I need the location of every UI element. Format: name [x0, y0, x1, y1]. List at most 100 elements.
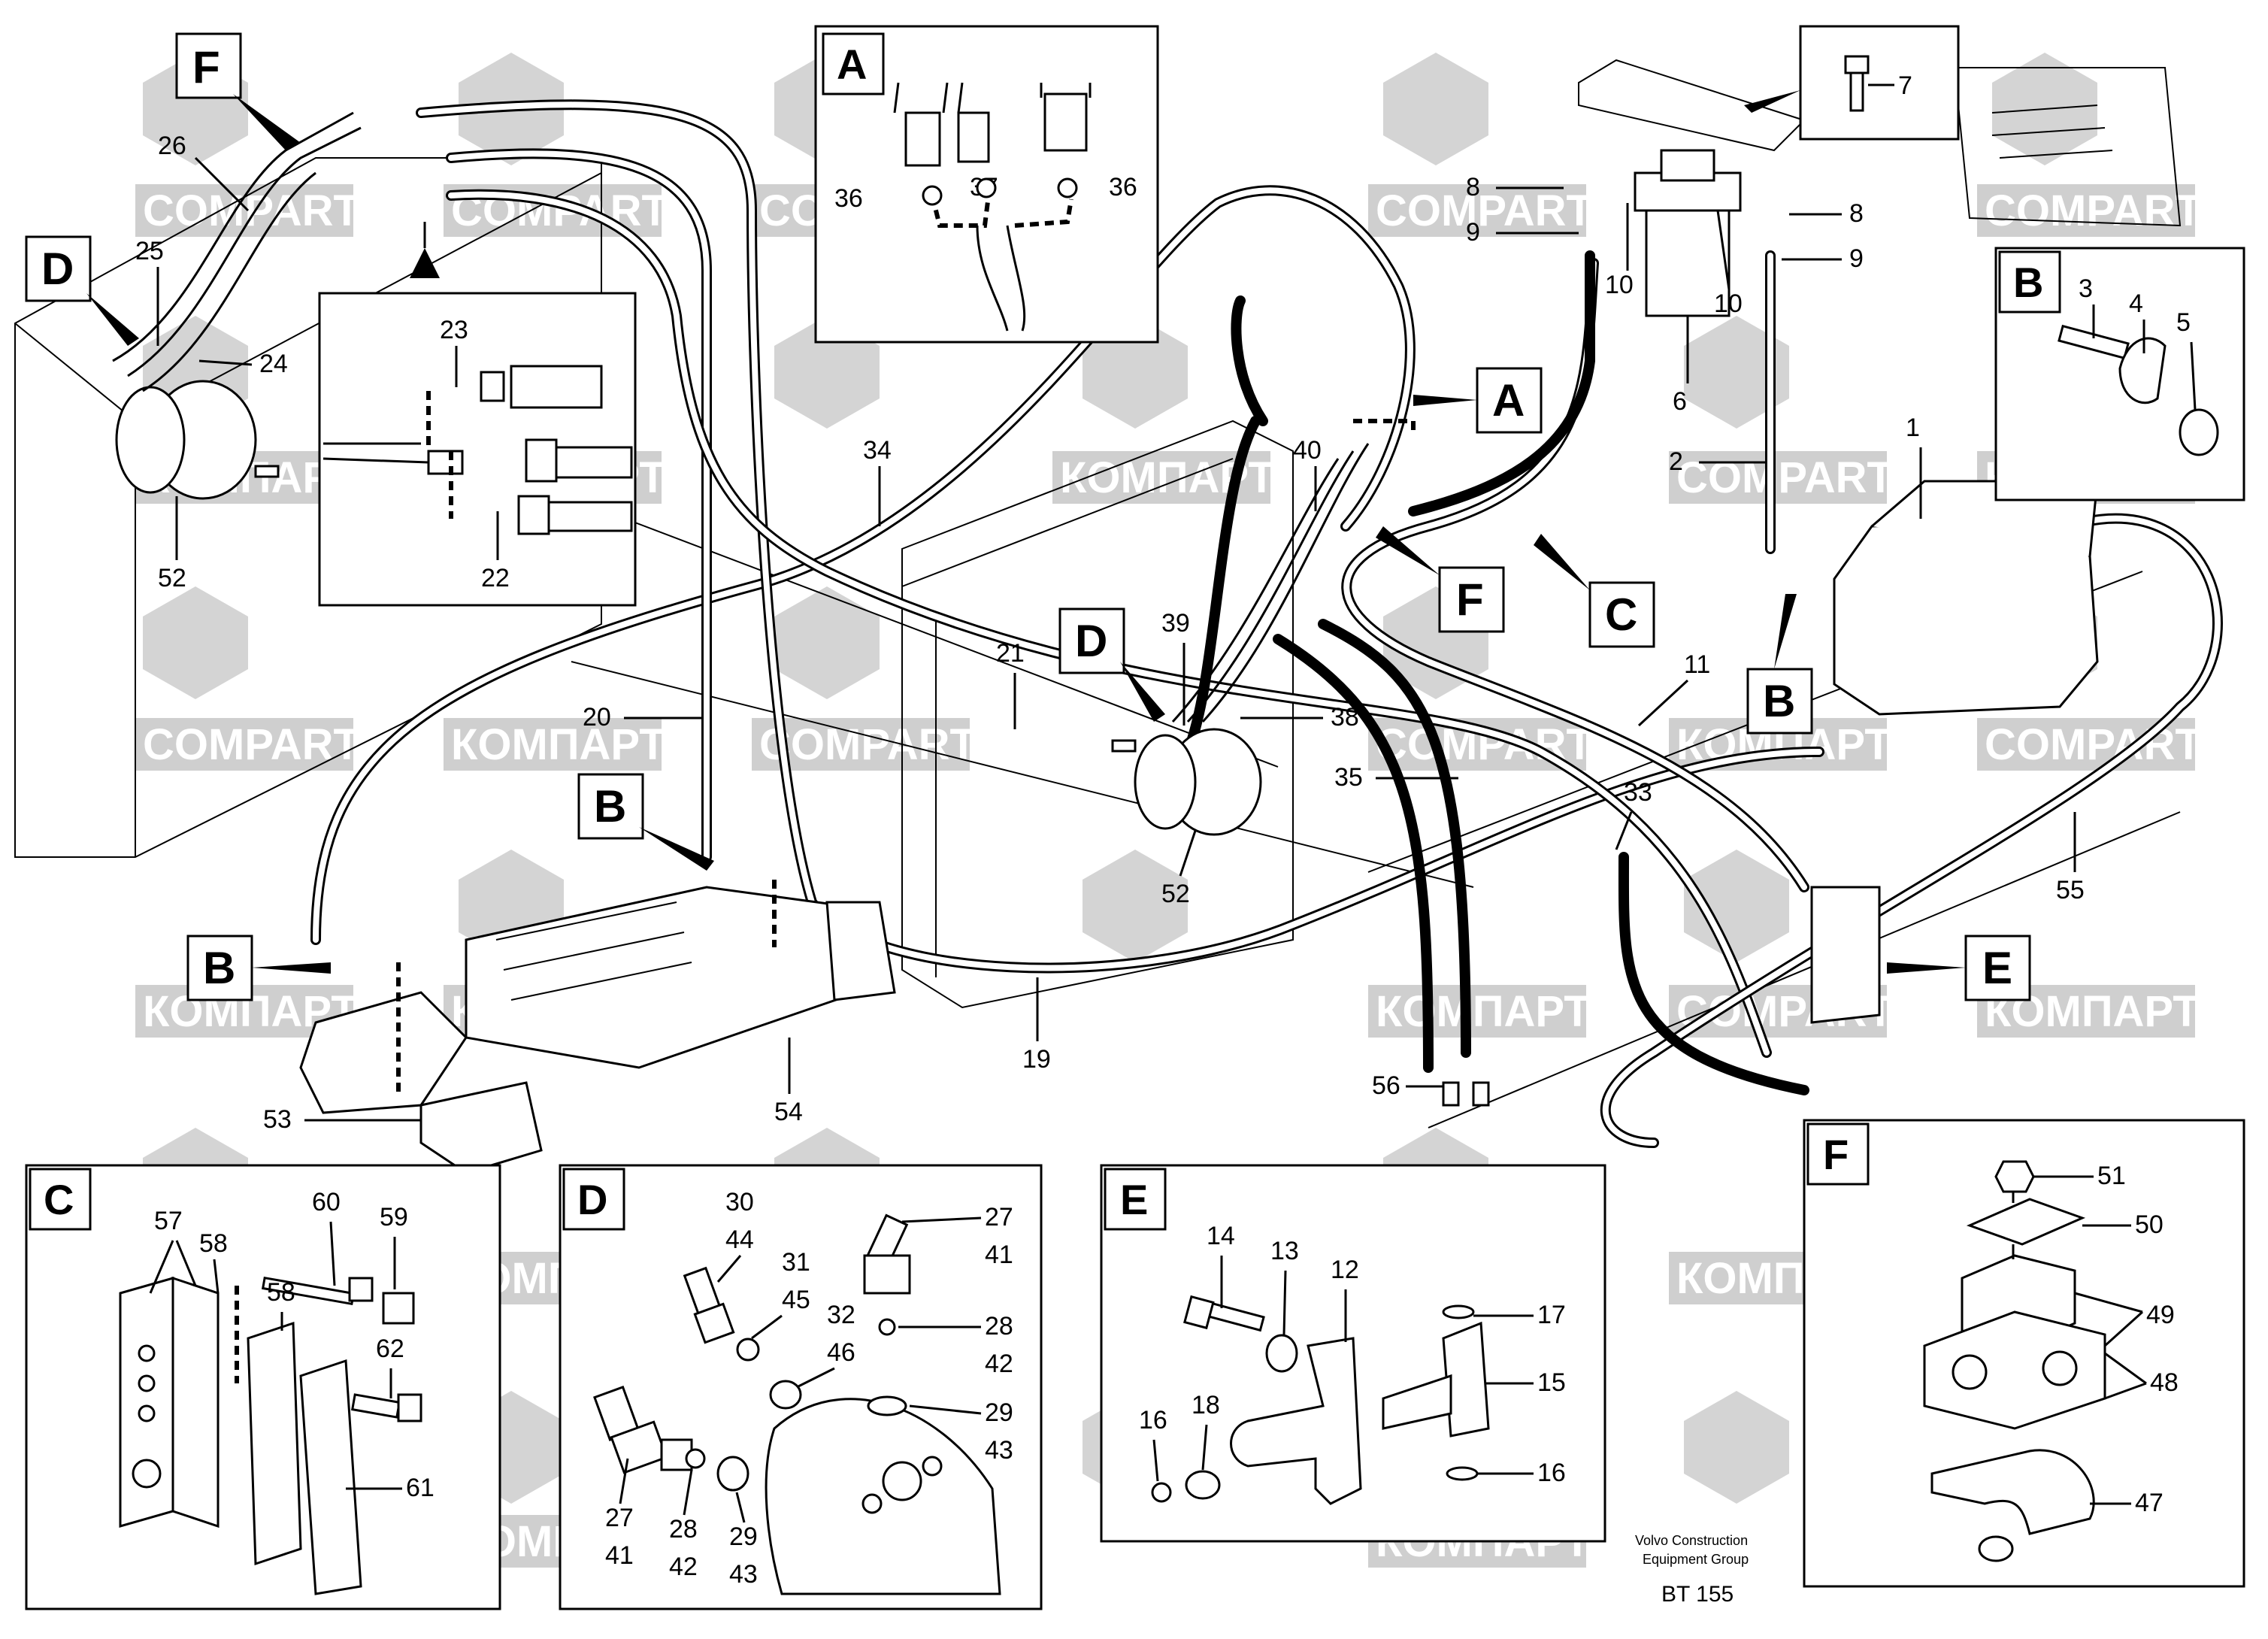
footer-group: Equipment Group [1643, 1552, 1749, 1567]
svg-text:D: D [1075, 616, 1107, 666]
label-5: 5 [2176, 308, 2191, 337]
label-23: 23 [440, 316, 468, 344]
watermark-text: КОМПАРТ [1376, 987, 1591, 1036]
callout-B-valve: B [1746, 594, 1813, 735]
footer-company: Volvo Construction [1635, 1533, 1748, 1548]
label-53: 53 [263, 1105, 292, 1134]
label-36-right: 36 [1109, 173, 1137, 201]
svg-text:B: B [203, 943, 235, 993]
callout-D-left: D [25, 235, 139, 346]
callout-B-pump: B [577, 773, 714, 871]
inset-F-letter: F [1823, 1131, 1849, 1178]
label-52: 52 [158, 564, 186, 592]
label-1: 1 [1906, 414, 1920, 442]
label-43-bottom: 43 [729, 1560, 758, 1589]
label-54: 54 [774, 1098, 803, 1126]
label-42-top: 42 [985, 1350, 1013, 1378]
label-18: 18 [1192, 1391, 1220, 1419]
inset-C: C 57 58 60 59 58 62 61 [25, 1164, 501, 1610]
inset-D: D 30 44 31 45 32 46 27 41 28 42 29 43 [559, 1164, 1043, 1610]
label-59: 59 [380, 1203, 408, 1232]
label-52-center: 52 [1161, 880, 1190, 908]
callout-C-main: C [1534, 534, 1655, 648]
label-58-top: 58 [199, 1229, 228, 1258]
label-28-top: 28 [985, 1312, 1013, 1341]
label-47: 47 [2135, 1489, 2164, 1517]
callout-E-main: E [1887, 935, 2031, 1001]
watermark-text: COMPART [1676, 453, 1894, 502]
watermark-text: COMPART [1376, 186, 1593, 235]
label-4: 4 [2129, 289, 2143, 318]
label-42-bottom: 42 [669, 1553, 698, 1581]
footer-code: BT 155 [1661, 1582, 1734, 1607]
label-14: 14 [1207, 1222, 1235, 1250]
inset-detail-22-23: 23 22 [318, 222, 637, 607]
label-27-top: 27 [985, 1203, 1013, 1232]
label-35: 35 [1334, 763, 1363, 792]
watermark-text: COMPART [143, 720, 360, 769]
label-34: 34 [863, 436, 892, 465]
svg-text:D: D [41, 244, 74, 294]
label-51: 51 [2097, 1162, 2126, 1190]
svg-text:B: B [594, 781, 626, 832]
label-32: 32 [827, 1301, 855, 1329]
svg-text:F: F [1456, 574, 1484, 625]
label-8-left: 8 [1466, 173, 1480, 201]
label-30: 30 [725, 1188, 754, 1216]
label-28-bottom: 28 [669, 1515, 698, 1544]
footer-credit: Volvo Construction Equipment Group BT 15… [1635, 1533, 1749, 1607]
label-27-bottom: 27 [605, 1504, 634, 1532]
callout-A-main: A [1413, 367, 1543, 434]
label-38: 38 [1331, 703, 1359, 732]
label-10-left: 10 [1605, 271, 1634, 299]
watermark-text: COMPART [1985, 186, 2202, 235]
label-49: 49 [2146, 1301, 2175, 1329]
inset-A: A 36 37 36 [814, 25, 1159, 344]
label-24: 24 [259, 350, 288, 378]
watermark-text: КОМПАРТ [451, 720, 666, 769]
label-2: 2 [1669, 447, 1683, 476]
callout-D-main: D [1058, 607, 1165, 722]
inset-D-letter: D [577, 1176, 607, 1223]
label-3: 3 [2079, 274, 2093, 303]
label-11: 11 [1684, 650, 1710, 679]
svg-text:E: E [1982, 943, 2012, 993]
label-15: 15 [1537, 1368, 1566, 1397]
label-58-mid: 58 [267, 1278, 295, 1307]
label-39: 39 [1161, 609, 1190, 638]
label-50: 50 [2135, 1210, 2164, 1239]
watermark-text: COMPART [1985, 720, 2202, 769]
label-31: 31 [782, 1248, 810, 1277]
svg-text:C: C [1605, 589, 1637, 640]
label-41-bottom: 41 [605, 1541, 634, 1570]
label-22: 22 [481, 564, 510, 592]
label-57: 57 [154, 1207, 183, 1235]
label-56: 56 [1372, 1071, 1400, 1100]
label-12: 12 [1331, 1256, 1359, 1284]
label-8-right: 8 [1849, 199, 1864, 228]
label-19: 19 [1022, 1045, 1051, 1074]
main-labels: 26 25 24 52 34 20 21 39 38 40 8 9 10 10 … [135, 132, 2085, 1134]
inset-A-letter: A [837, 41, 867, 88]
inset-B: B 3 4 5 [1994, 247, 2245, 501]
inset-B-letter: B [2013, 259, 2043, 306]
svg-text:F: F [192, 42, 220, 92]
label-36-left: 36 [834, 184, 863, 213]
label-26: 26 [158, 132, 186, 160]
label-9-left: 9 [1466, 218, 1480, 247]
inset-C-letter: C [44, 1176, 74, 1223]
label-20: 20 [583, 703, 611, 732]
label-55: 55 [2056, 876, 2085, 904]
svg-text:B: B [1763, 676, 1795, 726]
label-62: 62 [376, 1335, 404, 1363]
inset-E-letter: E [1120, 1176, 1148, 1223]
label-6: 6 [1673, 387, 1687, 416]
watermark-text: COMPART [759, 720, 977, 769]
label-13: 13 [1270, 1237, 1299, 1265]
label-43-top: 43 [985, 1436, 1013, 1465]
label-61: 61 [406, 1474, 435, 1502]
label-9-right: 9 [1849, 244, 1864, 273]
label-10-right: 10 [1714, 289, 1743, 318]
label-16-right: 16 [1537, 1459, 1566, 1487]
